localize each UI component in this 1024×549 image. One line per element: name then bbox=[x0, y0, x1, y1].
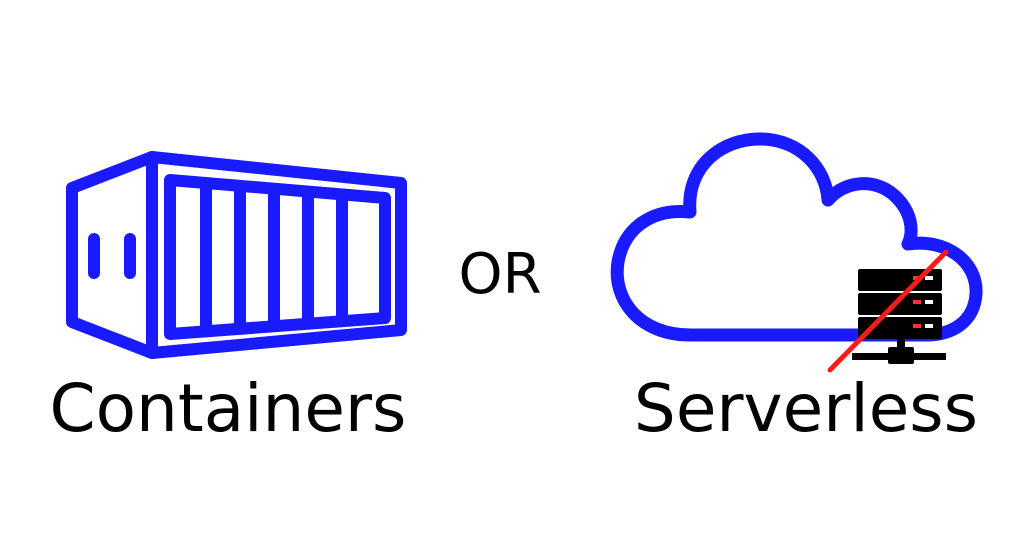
server-unit-2 bbox=[858, 293, 942, 315]
server-stem bbox=[897, 339, 905, 350]
container-end-face bbox=[66, 151, 158, 359]
network-node bbox=[888, 347, 914, 364]
containers-label: Containers bbox=[49, 370, 407, 447]
server-rack-icon bbox=[852, 269, 946, 364]
container-door-handles bbox=[88, 233, 136, 279]
cloud-icon bbox=[610, 132, 983, 342]
container-side bbox=[146, 151, 407, 359]
shipping-container-icon bbox=[66, 151, 407, 359]
container-ribs bbox=[200, 179, 348, 336]
strike-through-line bbox=[827, 249, 949, 373]
or-label: OR bbox=[458, 242, 542, 307]
serverless-label: Serverless bbox=[633, 370, 979, 447]
